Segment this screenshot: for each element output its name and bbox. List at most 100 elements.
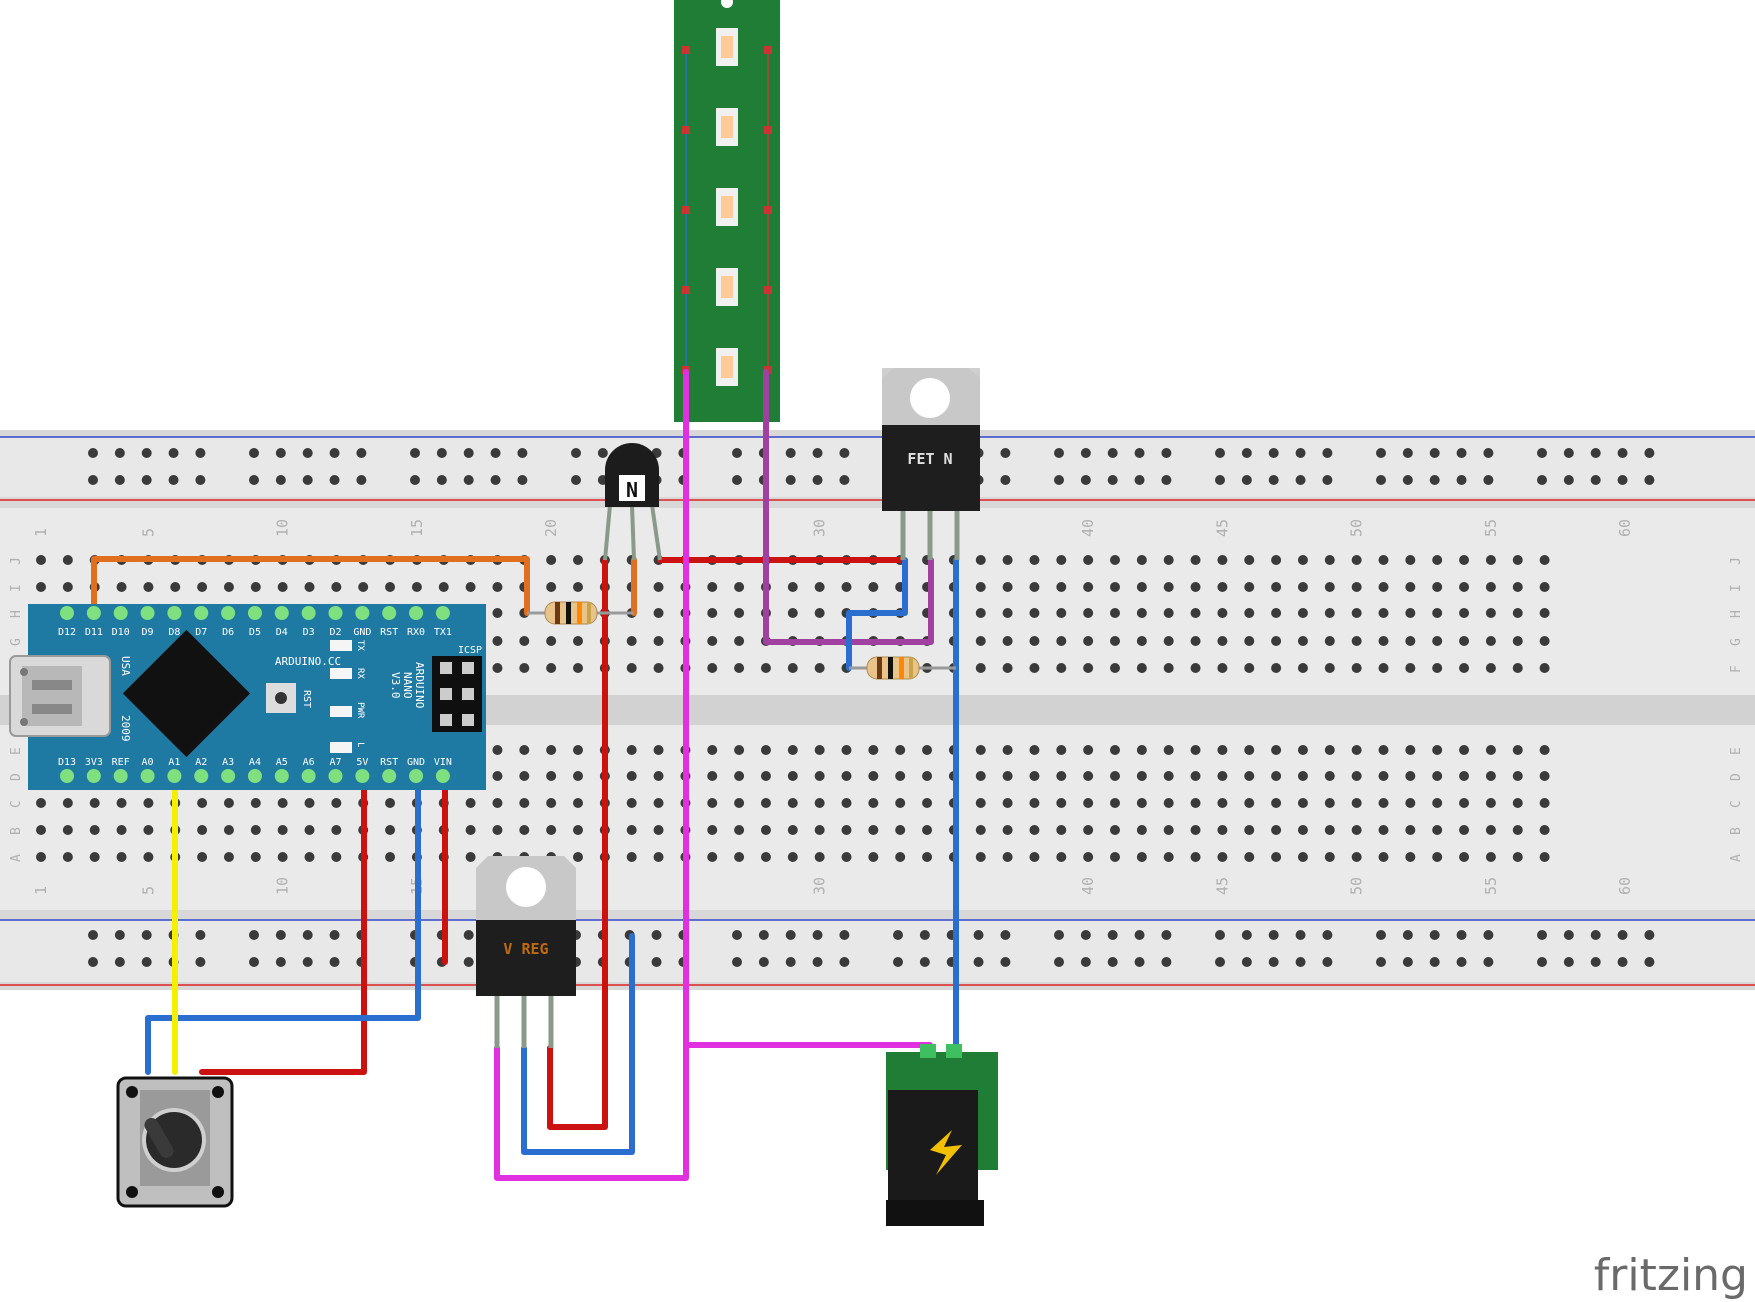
regulator-label: V REG: [503, 940, 548, 958]
breadboard-hole: [1163, 582, 1174, 592]
breadboard-hole: [1136, 608, 1147, 618]
breadboard-hole: [1136, 825, 1147, 835]
rail-hole: [1322, 957, 1333, 967]
breadboard-hole: [1485, 771, 1496, 781]
breadboard-hole: [143, 852, 154, 862]
rail-hole: [1295, 957, 1306, 967]
breadboard-hole: [1217, 555, 1228, 565]
rail-hole: [1054, 475, 1064, 485]
rail-hole: [1054, 930, 1064, 940]
rail-hole: [302, 930, 313, 940]
arduino-pin: [382, 769, 397, 783]
rail-hole: [517, 448, 528, 458]
breadboard-hole: [707, 852, 718, 862]
breadboard-hole: [1378, 745, 1389, 755]
breadboard-hole: [1378, 825, 1389, 835]
arduino-pin: [194, 769, 209, 783]
breadboard-hole: [1405, 608, 1416, 618]
rail-hole: [1268, 448, 1279, 458]
rail-hole: [1376, 475, 1386, 485]
breadboard-hole: [1351, 582, 1362, 592]
breadboard-hole: [707, 825, 718, 835]
breadboard-hole: [895, 745, 906, 755]
rail-hole: [1456, 448, 1467, 458]
rail-hole: [651, 957, 662, 967]
breadboard-hole: [814, 852, 825, 862]
breadboard-hole: [1002, 608, 1013, 618]
column-number: 30: [811, 877, 829, 895]
arduino-model-1: ARDUINO: [413, 662, 426, 708]
wire-magenta-jack: [683, 1042, 933, 1055]
breadboard-hole: [573, 771, 583, 781]
breadboard-hole: [1351, 608, 1362, 618]
breadboard-hole: [1136, 582, 1147, 592]
breadboard-hole: [1110, 555, 1120, 565]
breadboard-hole: [1163, 608, 1174, 618]
breadboard-hole: [1512, 608, 1523, 618]
breadboard-hole: [492, 771, 503, 781]
arduino-pin-label: D10: [112, 627, 130, 638]
breadboard-hole: [1459, 582, 1470, 592]
column-number: 50: [1348, 877, 1366, 895]
rail-hole: [1483, 930, 1494, 940]
strip-pad: [682, 286, 690, 294]
column-number: 10: [274, 519, 292, 537]
rail-hole: [1322, 475, 1333, 485]
breadboard-hole: [223, 825, 234, 835]
rail-hole: [1402, 475, 1413, 485]
breadboard-hole: [116, 798, 127, 808]
breadboard-hole: [1271, 798, 1282, 808]
breadboard-hole: [1512, 636, 1523, 646]
rail-hole: [1483, 475, 1494, 485]
breadboard-hole: [1056, 582, 1067, 592]
rail-hole: [275, 448, 286, 458]
smd-led-die: [721, 276, 733, 298]
strip-pad: [764, 126, 772, 134]
breadboard-hole: [895, 825, 906, 835]
rail-hole: [1456, 930, 1467, 940]
strip-pad: [682, 206, 690, 214]
breadboard-hole: [1351, 663, 1362, 673]
breadboard-hole: [492, 636, 503, 646]
breadboard-hole: [546, 582, 557, 592]
rail-hole: [1215, 448, 1225, 458]
breadboard-hole: [1378, 636, 1389, 646]
breadboard-hole: [734, 852, 745, 862]
breadboard-hole: [1083, 608, 1094, 618]
rail-hole: [302, 957, 313, 967]
breadboard-hole: [787, 745, 798, 755]
rail-hole: [275, 957, 286, 967]
breadboard-hole: [707, 636, 718, 646]
breadboard-hole: [1378, 663, 1389, 673]
rail-hole: [114, 930, 125, 940]
breadboard-hole: [1405, 582, 1416, 592]
rail-hole: [302, 475, 313, 485]
breadboard-hole: [1244, 852, 1255, 862]
breadboard-hole: [734, 663, 745, 673]
row-letter: H: [1729, 610, 1744, 618]
rail-hole: [302, 448, 313, 458]
rail-hole: [1241, 448, 1252, 458]
arduino-pin: [167, 769, 182, 783]
column-number: 30: [811, 519, 829, 537]
breadboard-hole: [1029, 608, 1040, 618]
breadboard-hole: [1485, 852, 1496, 862]
breadboard-hole: [1378, 798, 1389, 808]
strip-pad: [764, 286, 772, 294]
breadboard-hole: [975, 636, 986, 646]
led-strip: [674, 0, 780, 422]
breadboard-hole: [1217, 825, 1228, 835]
arduino-pin-label: D8: [168, 627, 180, 638]
breadboard-hole: [36, 582, 46, 592]
rail-hole: [1617, 475, 1628, 485]
breadboard-hole: [626, 745, 637, 755]
arduino-pin: [409, 769, 424, 783]
breadboard-hole: [465, 852, 476, 862]
breadboard-hole: [1110, 663, 1120, 673]
arduino-pin-label: D9: [142, 627, 154, 638]
breadboard-hole: [1190, 636, 1201, 646]
breadboard-hole: [734, 745, 745, 755]
breadboard-hole: [492, 745, 503, 755]
breadboard-hole: [1029, 825, 1040, 835]
